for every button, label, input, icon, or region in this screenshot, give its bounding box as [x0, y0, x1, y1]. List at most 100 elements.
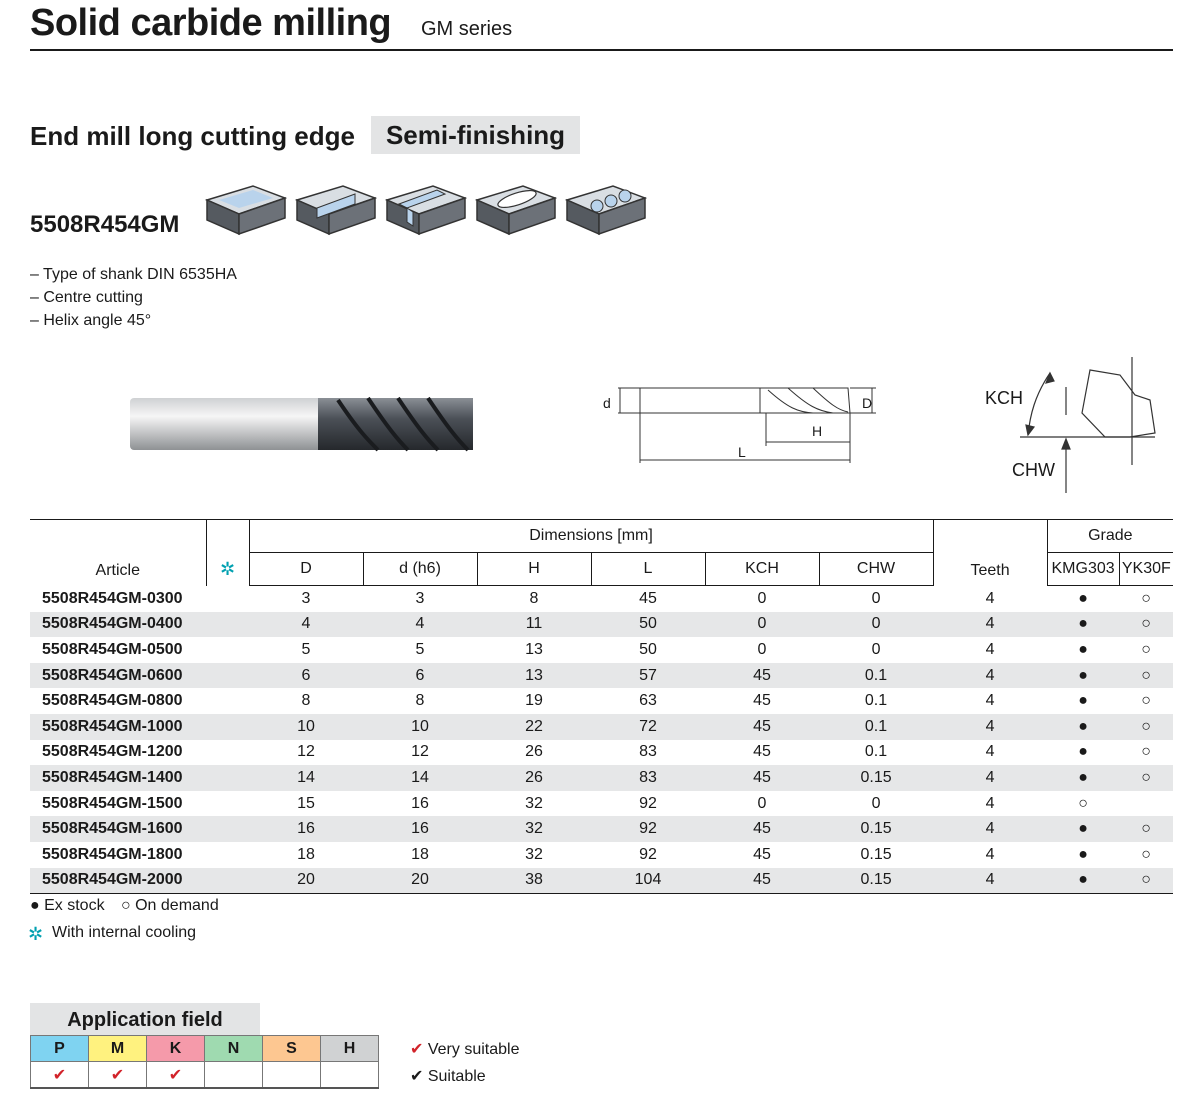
- cell-yk30f: ○: [1119, 662, 1174, 689]
- page-title: Solid carbide milling: [30, 2, 392, 44]
- feature-helix-angle: – Helix angle 45°: [30, 312, 152, 329]
- cell-kmg303: ●: [1047, 713, 1120, 740]
- black-check-icon: ✔: [410, 1068, 424, 1085]
- suitability-mark-h: [320, 1061, 379, 1089]
- cell-L: 72: [591, 713, 705, 740]
- very-suitable-label: Very suitable: [427, 1041, 520, 1058]
- cell-H: 26: [477, 765, 591, 791]
- cell-KCH: 0: [705, 611, 819, 638]
- cell-kmg303: ●: [1047, 611, 1120, 638]
- cell-teeth: 4: [933, 713, 1048, 740]
- header-H: H: [476, 552, 591, 586]
- cell-D: 5: [301, 640, 311, 658]
- cell-d: 5: [415, 640, 425, 658]
- material-k: K: [146, 1035, 205, 1062]
- material-s: S: [262, 1035, 321, 1062]
- cell-CHW: 0.1: [864, 692, 888, 710]
- cell-article: 5508R454GM-0500: [42, 640, 183, 658]
- header-d: d (h6): [362, 552, 477, 586]
- cell-D: 10: [249, 713, 363, 740]
- cell-yk30f: ○: [1141, 845, 1151, 863]
- suitable-legend: ✔ Suitable: [410, 1066, 486, 1086]
- cell-L: 50: [639, 640, 657, 658]
- pocket-milling-icon: [475, 185, 557, 236]
- cell-article: 5508R454GM-2000: [30, 867, 249, 895]
- cell-CHW: 0.15: [819, 867, 934, 895]
- cell-L: 57: [591, 662, 705, 689]
- header-D: D: [248, 552, 363, 586]
- cell-CHW: 0.1: [819, 713, 934, 740]
- cell-article: 5508R454GM-1600: [30, 816, 249, 842]
- dim-label-H: H: [812, 423, 823, 439]
- cell-d: 4: [363, 611, 477, 638]
- material-h: H: [320, 1035, 379, 1062]
- cell-d: 12: [411, 743, 429, 761]
- cell-D: 20: [249, 867, 363, 895]
- cell-KCH: 45: [705, 765, 819, 791]
- cell-article: 5508R454GM-0300: [42, 589, 183, 607]
- cell-L: 104: [591, 867, 705, 895]
- red-check-icon: ✔: [410, 1041, 424, 1058]
- cell-teeth: 4: [985, 794, 995, 812]
- cell-d: 16: [363, 816, 477, 842]
- cell-CHW: 0.1: [819, 662, 934, 689]
- material-p: P: [30, 1035, 89, 1062]
- cell-CHW: 0.15: [819, 816, 934, 842]
- cooling-header-icon: ✲: [205, 519, 249, 586]
- cell-CHW: 0: [871, 794, 881, 812]
- cell-KCH: 45: [705, 867, 819, 895]
- chamfer-drawing: [1020, 357, 1156, 493]
- feature-centre-cutting: – Centre cutting: [30, 289, 143, 306]
- cell-H: 19: [525, 692, 543, 710]
- cell-H: 26: [525, 743, 543, 761]
- cell-D: 15: [297, 794, 315, 812]
- cell-D: 16: [249, 816, 363, 842]
- cell-yk30f: ○: [1119, 816, 1174, 842]
- cell-kmg303: ○: [1078, 794, 1088, 812]
- cell-CHW: 0: [871, 640, 881, 658]
- cell-kmg303: ●: [1047, 662, 1120, 689]
- cell-yk30f: ○: [1119, 611, 1174, 638]
- cell-teeth: 4: [985, 640, 995, 658]
- mode-badge: Semi-finishing: [371, 116, 580, 154]
- cell-teeth: 4: [933, 765, 1048, 791]
- cell-teeth: 4: [985, 589, 995, 607]
- dim-label-D: D: [862, 395, 873, 411]
- cell-teeth: 4: [933, 611, 1048, 638]
- cell-article: 5508R454GM-1800: [42, 845, 183, 863]
- cell-H: 13: [525, 640, 543, 658]
- cell-yk30f: ○: [1141, 640, 1151, 658]
- cell-D: 6: [249, 662, 363, 689]
- title-divider: [30, 49, 1173, 51]
- material-m: M: [88, 1035, 147, 1062]
- cell-D: 18: [297, 845, 315, 863]
- cell-d: 20: [363, 867, 477, 895]
- cell-d: 10: [363, 713, 477, 740]
- cell-article: 5508R454GM-0600: [30, 662, 249, 689]
- suitability-mark-n: [204, 1061, 263, 1089]
- header-article: Article: [30, 519, 206, 586]
- legend-cooling: With internal cooling: [52, 924, 197, 941]
- label-CHW: CHW: [1012, 460, 1055, 480]
- header-yk30f: YK30F: [1118, 552, 1174, 586]
- cell-L: 83: [639, 743, 657, 761]
- legend-on-demand: ○ On demand: [121, 897, 219, 914]
- shoulder-milling-icon: [295, 185, 377, 236]
- cell-L: 92: [591, 816, 705, 842]
- cell-kmg303: ●: [1047, 765, 1120, 791]
- cell-H: 32: [477, 816, 591, 842]
- plunge-milling-icon: [565, 185, 647, 236]
- section-title: End mill long cutting edge: [30, 121, 355, 151]
- dim-label-d: d: [603, 395, 611, 411]
- cell-d: 14: [363, 765, 477, 791]
